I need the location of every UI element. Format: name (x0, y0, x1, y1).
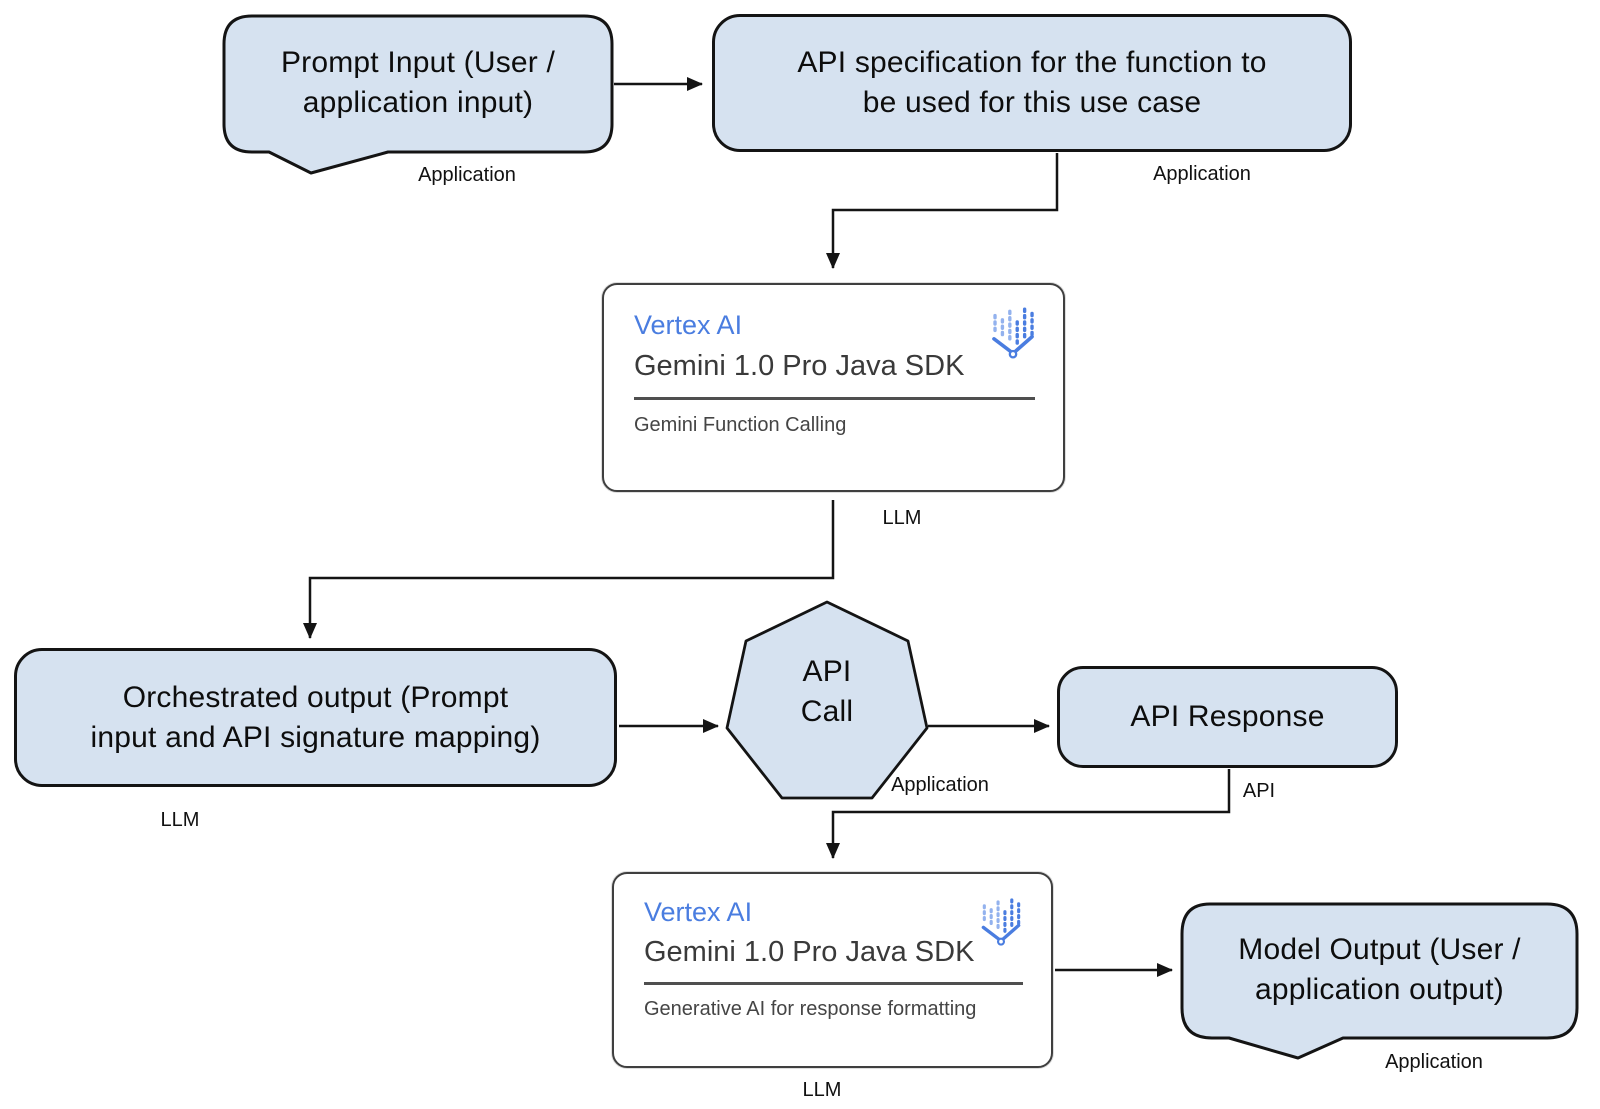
model-output-line2: application output) (1255, 973, 1504, 1006)
node-api-call: API Call (718, 596, 936, 806)
node-prompt-input: Prompt Input (User / application input) (222, 14, 614, 179)
model-output-shape (1180, 902, 1579, 1060)
node-gemini-function-calling: Vertex AI Gemini 1.0 Pro Java SDK Gemini… (602, 283, 1065, 492)
gemini-function-calling-desc: Gemini Function Calling (634, 414, 847, 436)
gemini-response-formatting-desc: Generative AI for response formatting (644, 998, 977, 1020)
model-output-text: Model Output (User / application output) (1180, 902, 1579, 1038)
card-divider (644, 982, 1023, 985)
api-spec-line1: API specification for the function to (797, 46, 1267, 79)
gemini-sdk-title: Gemini 1.0 Pro Java SDK (644, 936, 975, 968)
orchestrated-output-line2: input and API signature mapping) (90, 720, 541, 754)
model-output-line1: Model Output (User / (1238, 933, 1521, 966)
vertex-ai-logo-icon (981, 898, 1021, 946)
api-call-heptagon (725, 600, 929, 800)
tag-llm-response-formatting: LLM (802, 1079, 842, 1101)
node-gemini-response-formatting: Vertex AI Gemini 1.0 Pro Java SDK Genera… (612, 872, 1053, 1068)
api-response-text: API Response (1130, 700, 1325, 733)
node-api-spec: API specification for the function to be… (712, 14, 1352, 152)
prompt-input-text: Prompt Input (User / application input) (222, 14, 614, 152)
card-divider (634, 397, 1035, 400)
tag-application-prompt-input: Application (418, 164, 516, 186)
node-api-response: API Response (1057, 666, 1398, 768)
node-orchestrated-output: Orchestrated output (Prompt input and AP… (14, 648, 617, 787)
api-call-line1: API (802, 655, 852, 688)
tag-llm-function-calling: LLM (882, 507, 922, 529)
api-spec-text: API specification for the function to be… (797, 43, 1266, 123)
gemini-sdk-title: Gemini 1.0 Pro Java SDK (634, 350, 965, 382)
edge-api-spec-to-gemini-function-calling (826, 153, 1059, 269)
edge-api-response-to-gemini-response-formatting (826, 769, 1231, 859)
tag-application-api-call: Application (891, 774, 989, 796)
tag-application-api-spec: Application (1153, 163, 1251, 185)
prompt-input-shape (222, 14, 614, 175)
tag-application-model-output: Application (1385, 1051, 1483, 1073)
orchestrated-output-text: Orchestrated output (Prompt input and AP… (90, 678, 540, 758)
api-call-text: API Call (718, 587, 936, 797)
tag-llm-orchestrated-output: LLM (160, 809, 200, 831)
vertex-ai-logo-icon (992, 307, 1034, 359)
node-model-output: Model Output (User / application output) (1180, 902, 1579, 1062)
api-call-line2: Call (800, 695, 854, 728)
prompt-input-line1: Prompt Input (User / (280, 46, 556, 79)
orchestrated-output-line1: Orchestrated output (Prompt (122, 680, 509, 714)
edge-gemini-function-calling-to-orchestrated-output (303, 500, 835, 639)
vertex-ai-brand: Vertex AI (644, 897, 753, 927)
tag-api-response: API (1242, 780, 1276, 802)
prompt-input-line2: application input) (302, 86, 534, 119)
vertex-ai-brand: Vertex AI (634, 310, 743, 340)
api-spec-line2: be used for this use case (862, 86, 1202, 119)
